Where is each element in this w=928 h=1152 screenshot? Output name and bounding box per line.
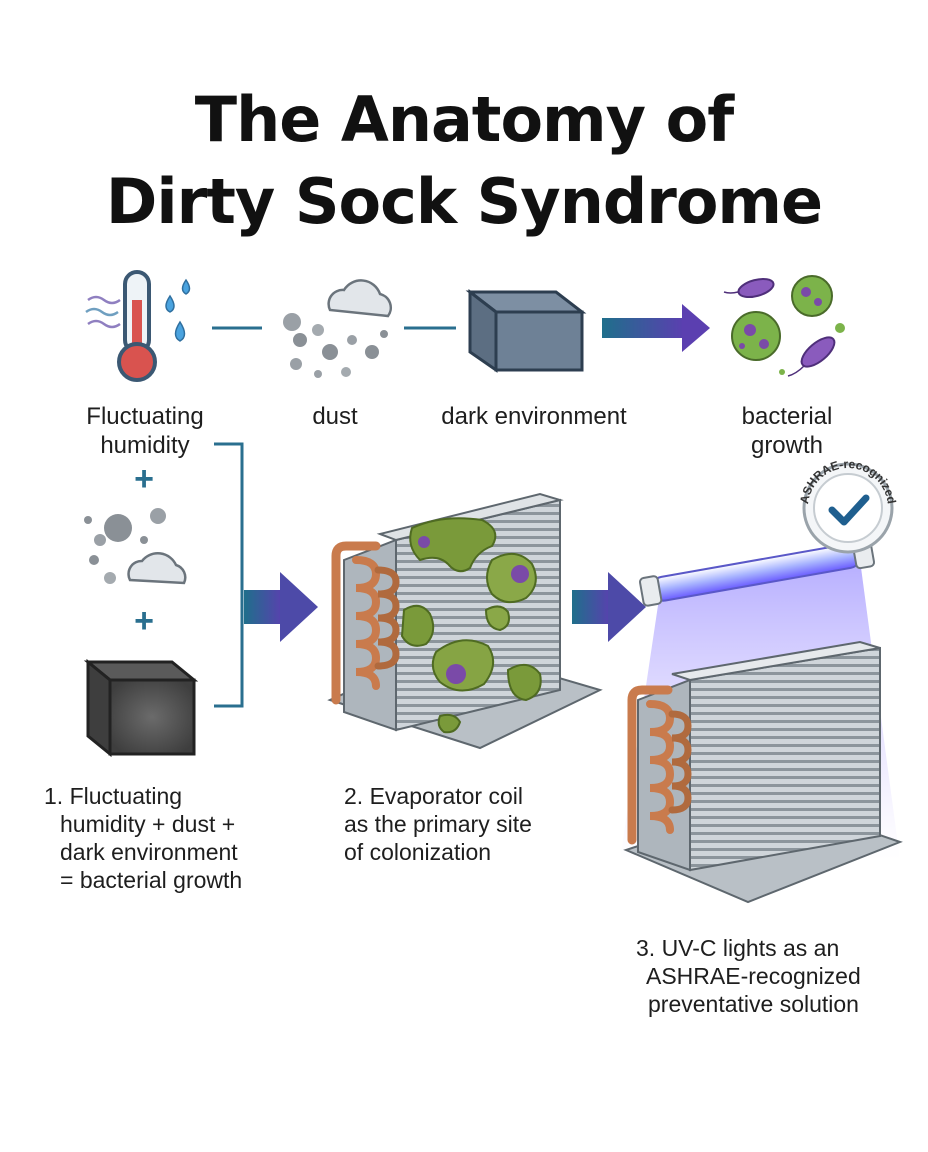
bracket-connector [214,442,244,708]
label-fluctuating-humidity: Fluctuating humidity [86,403,204,459]
label-dark-environment: dark environment [441,403,627,430]
page-title-line-2: Dirty Sock Syndrome [105,165,823,238]
plus-sign: + [134,602,154,640]
box-icon [465,288,587,373]
arrow-to-coil [244,572,318,642]
evaporator-coil-dirty [327,492,603,750]
label-bacterial-growth: bacterial growth [741,403,833,459]
step-1-caption: 1. Fluctuating humidity + dust + dark en… [44,783,243,893]
dust-cloud-icon [84,508,187,585]
bacteria-icon [723,275,845,377]
plus-sign: + [134,460,154,498]
evaporator-coil-clean [623,640,903,904]
step-3-caption: 3. UV-C lights as an ASHRAE-recognized p… [636,935,861,1017]
checkmark-icon [828,494,870,526]
arrow-to-bacteria [602,304,710,352]
thermometer-icon [85,270,191,382]
dust-cloud-icon [283,279,393,378]
box-icon [83,658,199,758]
label-dust: dust [312,403,358,430]
page-title-line-1: The Anatomy of [194,83,734,156]
ashrae-badge: ASHRAE-recognized [797,457,899,554]
step-2-caption: 2. Evaporator coil as the primary site o… [344,783,532,865]
arrow-to-uv-solution [572,572,646,642]
